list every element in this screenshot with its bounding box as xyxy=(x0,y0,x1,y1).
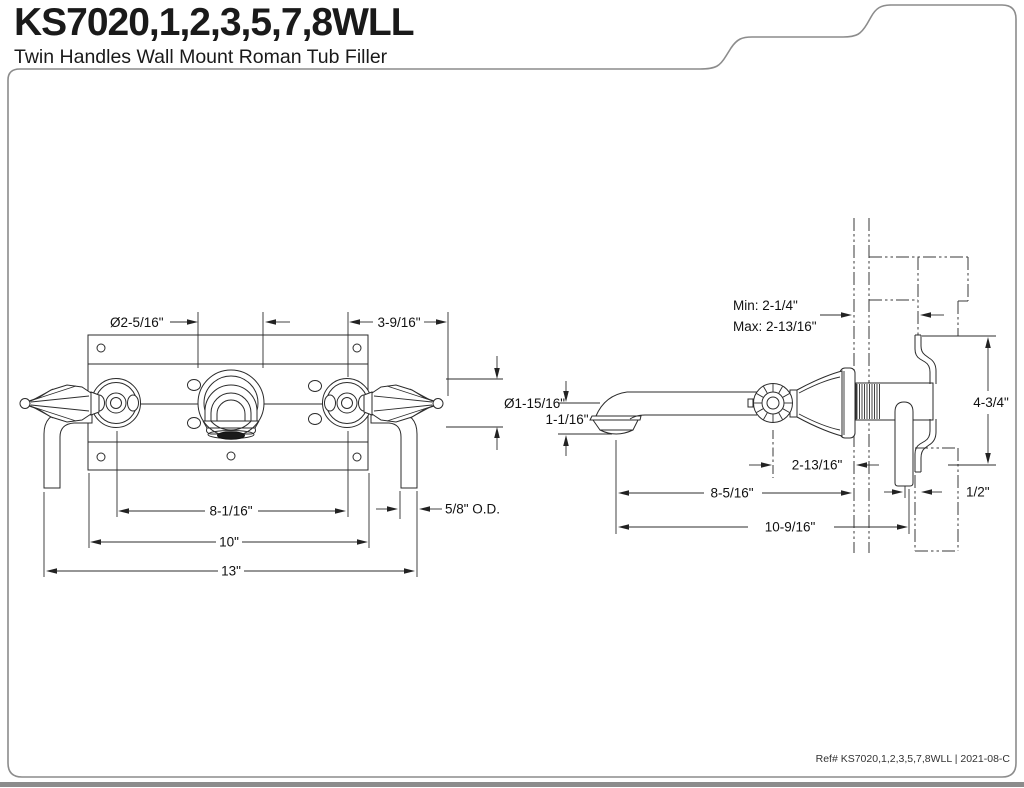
spout-escutcheon-side xyxy=(789,367,856,439)
right-lever-handle xyxy=(371,384,435,423)
dim-supply-tube-od: 5/8" O.D. xyxy=(445,502,500,517)
valve-body-phantom xyxy=(869,256,969,552)
dim-valve-assembly-height: 4-3/4" xyxy=(973,395,1009,410)
dim-tube-to-valve-offset: 1/2" xyxy=(966,485,990,500)
side-extension-lines xyxy=(558,335,996,534)
dim-wall-thickness-max: Max: 2-13/16" xyxy=(733,319,817,334)
dim-handle-length: 3-9/16" xyxy=(377,315,420,330)
dim-handle-spacing: 8-1/16" xyxy=(209,504,252,519)
side-supply-tube xyxy=(894,401,914,487)
dim-overall-depth: 10-9/16" xyxy=(765,520,816,535)
mounting-bracket xyxy=(914,334,937,473)
page-subtitle: Twin Handles Wall Mount Roman Tub Filler xyxy=(14,46,388,68)
aerator xyxy=(217,431,245,440)
front-extension-lines xyxy=(43,312,503,577)
lever-handle-side xyxy=(747,383,793,423)
dim-plate-width: 10" xyxy=(219,535,239,550)
dim-handle-escutcheon-diameter: Ø1-15/16" xyxy=(504,396,565,411)
plate-screw-holes xyxy=(96,343,362,462)
front-view: Ø2-5/16" 3-9/16" Ø1-15/16" 8-1/16" xyxy=(19,312,565,579)
footer-reference: Ref# KS7020,1,2,3,5,7,8WLL | 2021-08-C xyxy=(815,753,1010,765)
dim-handle-center-to-wall: 2-13/16" xyxy=(792,458,843,473)
page-title-model: KS7020,1,2,3,5,7,8WLL xyxy=(14,1,415,44)
dim-overall-width: 13" xyxy=(221,564,241,579)
dim-spout-reach: 8-5/16" xyxy=(710,486,753,501)
dim-spout-outlet-height: 1-1/16" xyxy=(545,412,588,427)
right-supply-tube xyxy=(370,411,418,489)
center-spout-front xyxy=(197,369,265,440)
dim-wall-thickness-min: Min: 2-1/4" xyxy=(733,298,798,313)
spout-side xyxy=(589,391,757,435)
left-handle xyxy=(19,378,141,428)
right-handle xyxy=(322,378,444,428)
dim-spout-escutcheon-diameter: Ø2-5/16" xyxy=(110,315,164,330)
bottom-bar xyxy=(0,782,1024,787)
left-supply-tube xyxy=(43,411,93,489)
side-view: 1-1/16" Min: 2-1/4" Max: 2-13/16" 2-13/1… xyxy=(545,218,1009,553)
page-border xyxy=(7,4,1017,778)
left-lever-handle xyxy=(28,384,92,423)
